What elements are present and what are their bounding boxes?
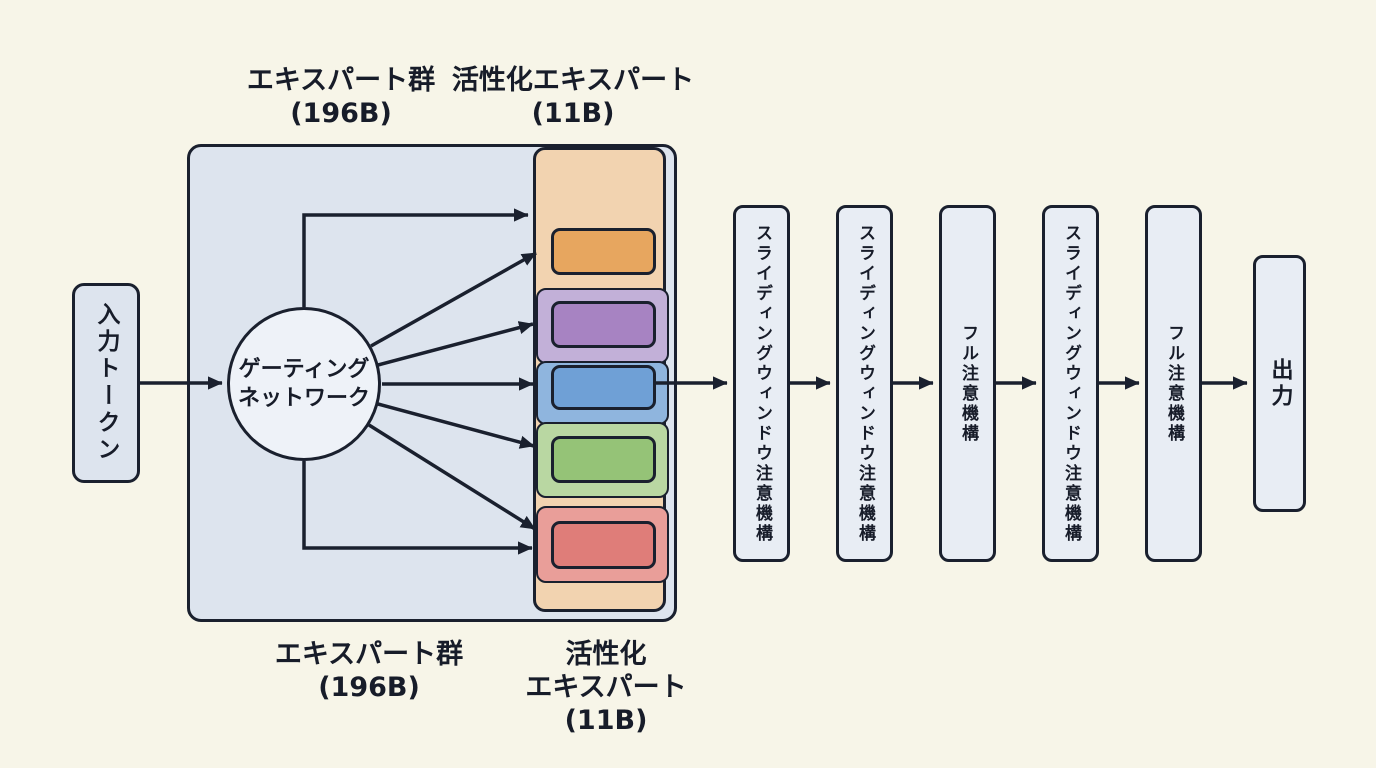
label-expert-pool-bottom: エキスパート群 (196B) bbox=[244, 638, 494, 704]
input-token-label: 入力トークン bbox=[93, 302, 119, 464]
expert-box-orange bbox=[551, 228, 656, 275]
attention-block-label: フル注意機構 bbox=[1164, 323, 1184, 444]
label-line: (11B) bbox=[564, 705, 648, 736]
label-expert-pool-top: エキスパート群 (196B) bbox=[216, 64, 466, 130]
label-line: 活性化エキスパート bbox=[451, 65, 695, 96]
label-line: (196B) bbox=[290, 98, 392, 129]
attention-block-label: フル注意機構 bbox=[958, 323, 978, 444]
output-node: 出力 bbox=[1253, 255, 1306, 512]
label-line: (11B) bbox=[531, 98, 615, 129]
label-line: エキスパート群 bbox=[246, 65, 436, 96]
input-token-node: 入力トークン bbox=[72, 283, 140, 483]
expert-box-purple bbox=[551, 301, 656, 348]
gating-label-line2: ネットワーク bbox=[237, 386, 370, 411]
attention-block-label: スライディングウィンドウ注意機構 bbox=[855, 223, 875, 544]
label-line: (196B) bbox=[318, 672, 420, 703]
label-line: 活性化 bbox=[565, 639, 647, 670]
attention-block-full-2: フル注意機構 bbox=[1145, 205, 1202, 562]
expert-box-red bbox=[551, 521, 656, 569]
label-line: エキスパート群 bbox=[274, 639, 464, 670]
label-line: エキスパート bbox=[525, 672, 687, 703]
activated-expert-column bbox=[533, 147, 669, 612]
attention-block-sliding-window-3: スライディングウィンドウ注意機構 bbox=[1042, 205, 1099, 562]
label-active-experts-bottom: 活性化 エキスパート (11B) bbox=[481, 638, 731, 737]
gating-network-node: ゲーティング ネットワーク bbox=[227, 307, 381, 461]
attention-block-sliding-window-2: スライディングウィンドウ注意機構 bbox=[836, 205, 893, 562]
output-label: 出力 bbox=[1267, 357, 1293, 410]
attention-block-sliding-window-1: スライディングウィンドウ注意機構 bbox=[733, 205, 790, 562]
attention-block-label: スライディングウィンドウ注意機構 bbox=[1061, 223, 1081, 544]
expert-box-blue bbox=[551, 365, 656, 410]
gating-label-line1: ゲーティング bbox=[238, 357, 370, 382]
attention-block-label: スライディングウィンドウ注意機構 bbox=[752, 223, 772, 544]
expert-box-green bbox=[551, 436, 656, 483]
label-active-experts-top: 活性化エキスパート (11B) bbox=[448, 64, 698, 130]
attention-block-full-1: フル注意機構 bbox=[939, 205, 996, 562]
